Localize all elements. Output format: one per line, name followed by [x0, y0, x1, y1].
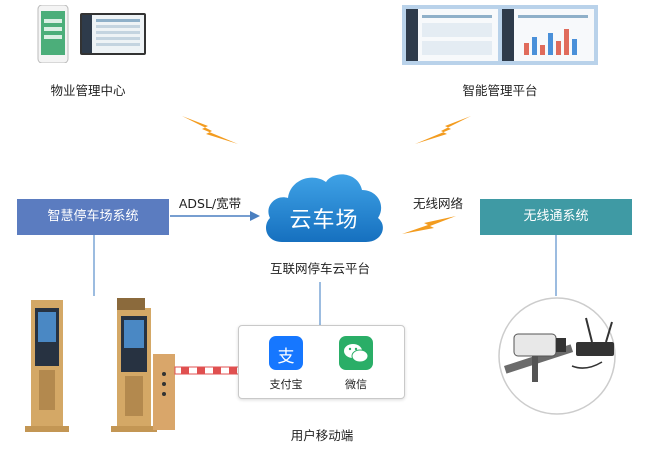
cloud-icon — [266, 174, 383, 242]
property-center-label: 物业管理中心 — [50, 83, 126, 98]
parking-terminals — [25, 298, 242, 432]
adsl-arrow-head — [250, 211, 260, 221]
smart-platform-devices — [402, 5, 598, 65]
lightning-icon — [402, 216, 456, 234]
cloud-platform-label: 互联网停车云平台 — [269, 261, 370, 276]
alipay-label: 支付宝 — [269, 378, 303, 391]
property-center-devices — [18, 4, 148, 64]
wechat-label: 微信 — [345, 378, 367, 391]
wireless-camera-device — [498, 297, 616, 415]
cloud-label: 云车场 — [289, 208, 359, 233]
alipay-icon[interactable]: 支 — [269, 336, 303, 370]
smart-platform-label: 智能管理平台 — [462, 83, 538, 98]
smart-parking-system-box: 智慧停车场系统 — [17, 199, 169, 235]
wechat-icon[interactable] — [339, 336, 373, 370]
mobile-apps-panel: 支 支付宝 微信 — [238, 325, 405, 399]
adsl-label: ADSL/宽带 — [178, 196, 242, 211]
lightning-icon — [415, 116, 471, 144]
wireless-system-box: 无线通系统 — [480, 199, 632, 235]
wireless-net-label: 无线网络 — [412, 196, 463, 211]
mobile-end-label: 用户移动端 — [290, 428, 354, 443]
lightning-icon — [182, 116, 238, 144]
